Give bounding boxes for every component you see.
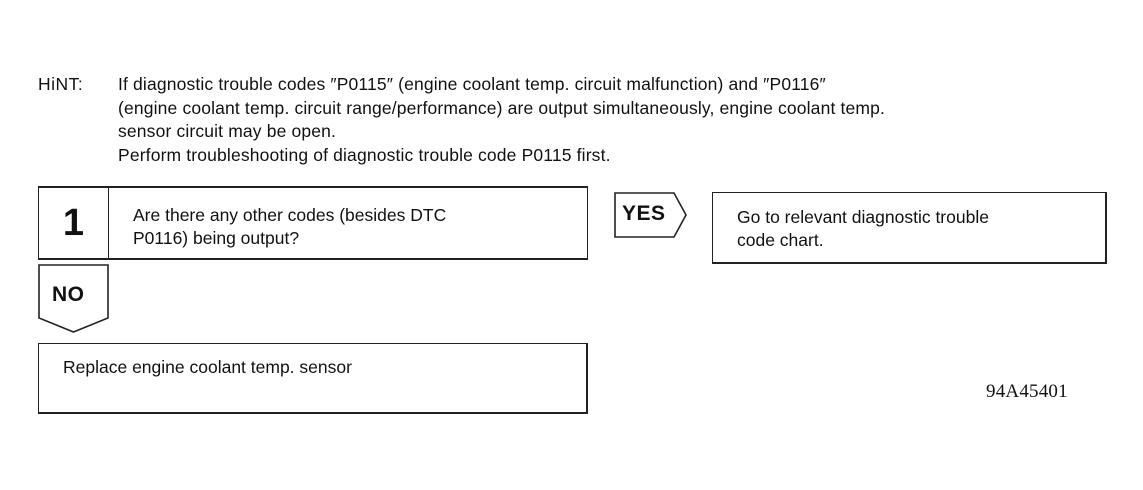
hint-line-3: sensor circuit may be open. — [118, 121, 337, 141]
yes-result-box: Go to relevant diagnostic trouble code c… — [712, 192, 1107, 264]
hint-line-1: If diagnostic trouble codes ″P0115″ (eng… — [118, 74, 826, 94]
no-label: NO — [52, 283, 85, 306]
step-question: Are there any other codes (besides DTC P… — [133, 204, 573, 250]
reference-code: 94A45401 — [986, 381, 1068, 402]
hint-text: If diagnostic trouble codes ″P0115″ (eng… — [118, 73, 1118, 167]
yes-result-text: Go to relevant diagnostic trouble code c… — [737, 206, 1097, 252]
step-1-box: 1 Are there any other codes (besides DTC… — [38, 186, 588, 260]
step-question-line-2: P0116) being output? — [133, 228, 300, 248]
hint-line-2: (engine coolant temp. circuit range/perf… — [118, 97, 885, 118]
yes-result-line-1: Go to relevant diagnostic trouble — [737, 207, 989, 227]
yes-result-line-2: code chart. — [737, 230, 824, 250]
no-arrow-shape — [38, 264, 109, 333]
no-branch-arrow: NO — [38, 264, 110, 334]
yes-branch-arrow: YES — [614, 192, 688, 238]
step-number: 1 — [39, 188, 109, 258]
yes-arrow-shape — [614, 192, 687, 238]
no-result-text: Replace engine coolant temp. sensor — [63, 357, 352, 377]
hint-line-4: Perform troubleshooting of diagnostic tr… — [118, 144, 611, 165]
yes-label: YES — [622, 202, 666, 225]
no-result-box: Replace engine coolant temp. sensor — [38, 343, 588, 414]
step-question-line-1: Are there any other codes (besides DTC — [133, 205, 447, 225]
hint-label: HiNT: — [38, 74, 84, 94]
